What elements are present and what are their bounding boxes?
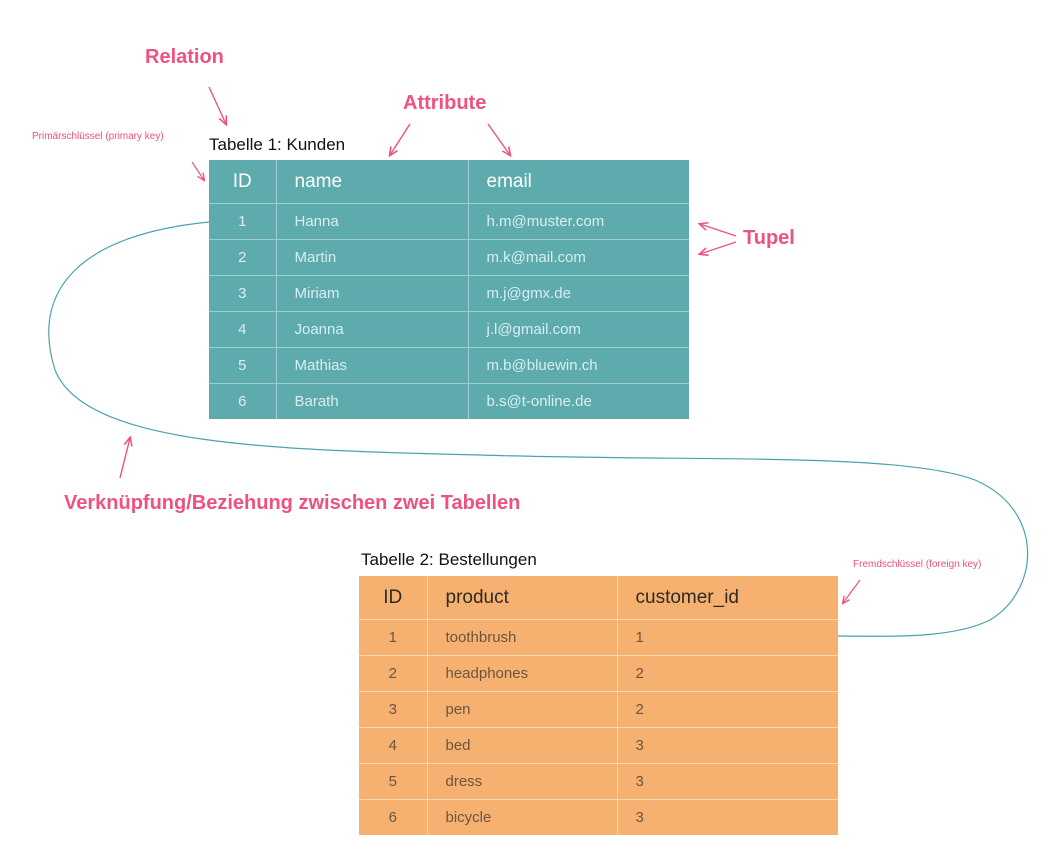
relation-arrow xyxy=(208,86,226,124)
foreign-key-label: Fremdschlüssel (foreign key) xyxy=(853,559,982,570)
column-header-id: ID xyxy=(359,576,427,620)
tupel-arrow-2 xyxy=(700,241,737,254)
table-row: 1 toothbrush 1 xyxy=(359,619,838,656)
cell-customer-id: 3 xyxy=(616,799,838,835)
relation-label: Relation xyxy=(145,46,224,68)
tupel-arrow-1 xyxy=(700,224,737,237)
cell-email: b.s@t-online.de xyxy=(467,383,689,419)
table-row: 1 Hanna h.m@muster.com xyxy=(209,203,689,240)
cell-name: Barath xyxy=(275,383,468,419)
cell-id: 1 xyxy=(209,203,276,240)
cell-id: 5 xyxy=(359,763,427,800)
table-bestellungen: ID product customer_id 1 toothbrush 1 2 … xyxy=(359,576,838,835)
table-row: 3 Miriam m.j@gmx.de xyxy=(209,275,689,312)
primary-key-label: Primärschlüssel (primary key) xyxy=(32,131,164,142)
cell-product: bicycle xyxy=(426,799,617,835)
attribute-arrow-email xyxy=(487,123,510,155)
cell-product: toothbrush xyxy=(426,619,617,656)
table-row: 2 headphones 2 xyxy=(359,655,838,692)
cell-customer-id: 2 xyxy=(616,655,838,692)
cell-product: bed xyxy=(426,727,617,764)
table-row: 3 pen 2 xyxy=(359,691,838,728)
cell-customer-id: 1 xyxy=(616,619,838,656)
table-row: 6 Barath b.s@t-online.de xyxy=(209,383,689,419)
table-row: 4 bed 3 xyxy=(359,727,838,764)
attribute-arrow-name xyxy=(390,123,411,155)
table2-caption: Tabelle 2: Bestellungen xyxy=(361,550,537,569)
cell-product: dress xyxy=(426,763,617,800)
table-row: 2 Martin m.k@mail.com xyxy=(209,239,689,276)
relationship-label: Verknüpfung/Beziehung zwischen zwei Tabe… xyxy=(64,492,521,514)
cell-name: Miriam xyxy=(275,275,468,312)
cell-id: 5 xyxy=(209,347,276,384)
cell-id: 3 xyxy=(209,275,276,312)
cell-email: h.m@muster.com xyxy=(467,203,689,240)
cell-id: 6 xyxy=(209,383,276,419)
cell-product: headphones xyxy=(426,655,617,692)
cell-id: 3 xyxy=(359,691,427,728)
cell-customer-id: 2 xyxy=(616,691,838,728)
cell-email: m.j@gmx.de xyxy=(467,275,689,312)
relationship-curve xyxy=(48,221,1029,637)
cell-email: m.k@mail.com xyxy=(467,239,689,276)
tupel-label: Tupel xyxy=(743,227,795,249)
relationship-arrow xyxy=(119,438,130,479)
cell-name: Martin xyxy=(275,239,468,276)
column-header-name: name xyxy=(275,160,468,204)
foreign-key-arrow xyxy=(843,579,861,603)
cell-id: 6 xyxy=(359,799,427,835)
column-header-id: ID xyxy=(209,160,276,204)
cell-customer-id: 3 xyxy=(616,763,838,800)
cell-name: Hanna xyxy=(275,203,468,240)
table-row: 5 dress 3 xyxy=(359,763,838,800)
table-row: 6 bicycle 3 xyxy=(359,799,838,835)
column-header-email: email xyxy=(467,160,689,204)
attribute-label: Attribute xyxy=(403,92,487,114)
cell-email: m.b@bluewin.ch xyxy=(467,347,689,384)
cell-id: 2 xyxy=(209,239,276,276)
cell-email: j.l@gmail.com xyxy=(467,311,689,348)
table1-caption: Tabelle 1: Kunden xyxy=(209,135,346,154)
cell-name: Joanna xyxy=(275,311,468,348)
column-header-product: product xyxy=(426,576,617,620)
cell-id: 2 xyxy=(359,655,427,692)
cell-id: 1 xyxy=(359,619,427,656)
table-kunden: ID name email 1 Hanna h.m@muster.com 2 M… xyxy=(209,160,689,419)
table-row: 5 Mathias m.b@bluewin.ch xyxy=(209,347,689,384)
cell-product: pen xyxy=(426,691,617,728)
primary-key-arrow xyxy=(191,161,204,180)
table-header-row: ID product customer_id xyxy=(359,576,838,620)
cell-id: 4 xyxy=(359,727,427,764)
cell-id: 4 xyxy=(209,311,276,348)
table-row: 4 Joanna j.l@gmail.com xyxy=(209,311,689,348)
table-header-row: ID name email xyxy=(209,160,689,204)
cell-name: Mathias xyxy=(275,347,468,384)
cell-customer-id: 3 xyxy=(616,727,838,764)
column-header-customer-id: customer_id xyxy=(616,576,838,620)
